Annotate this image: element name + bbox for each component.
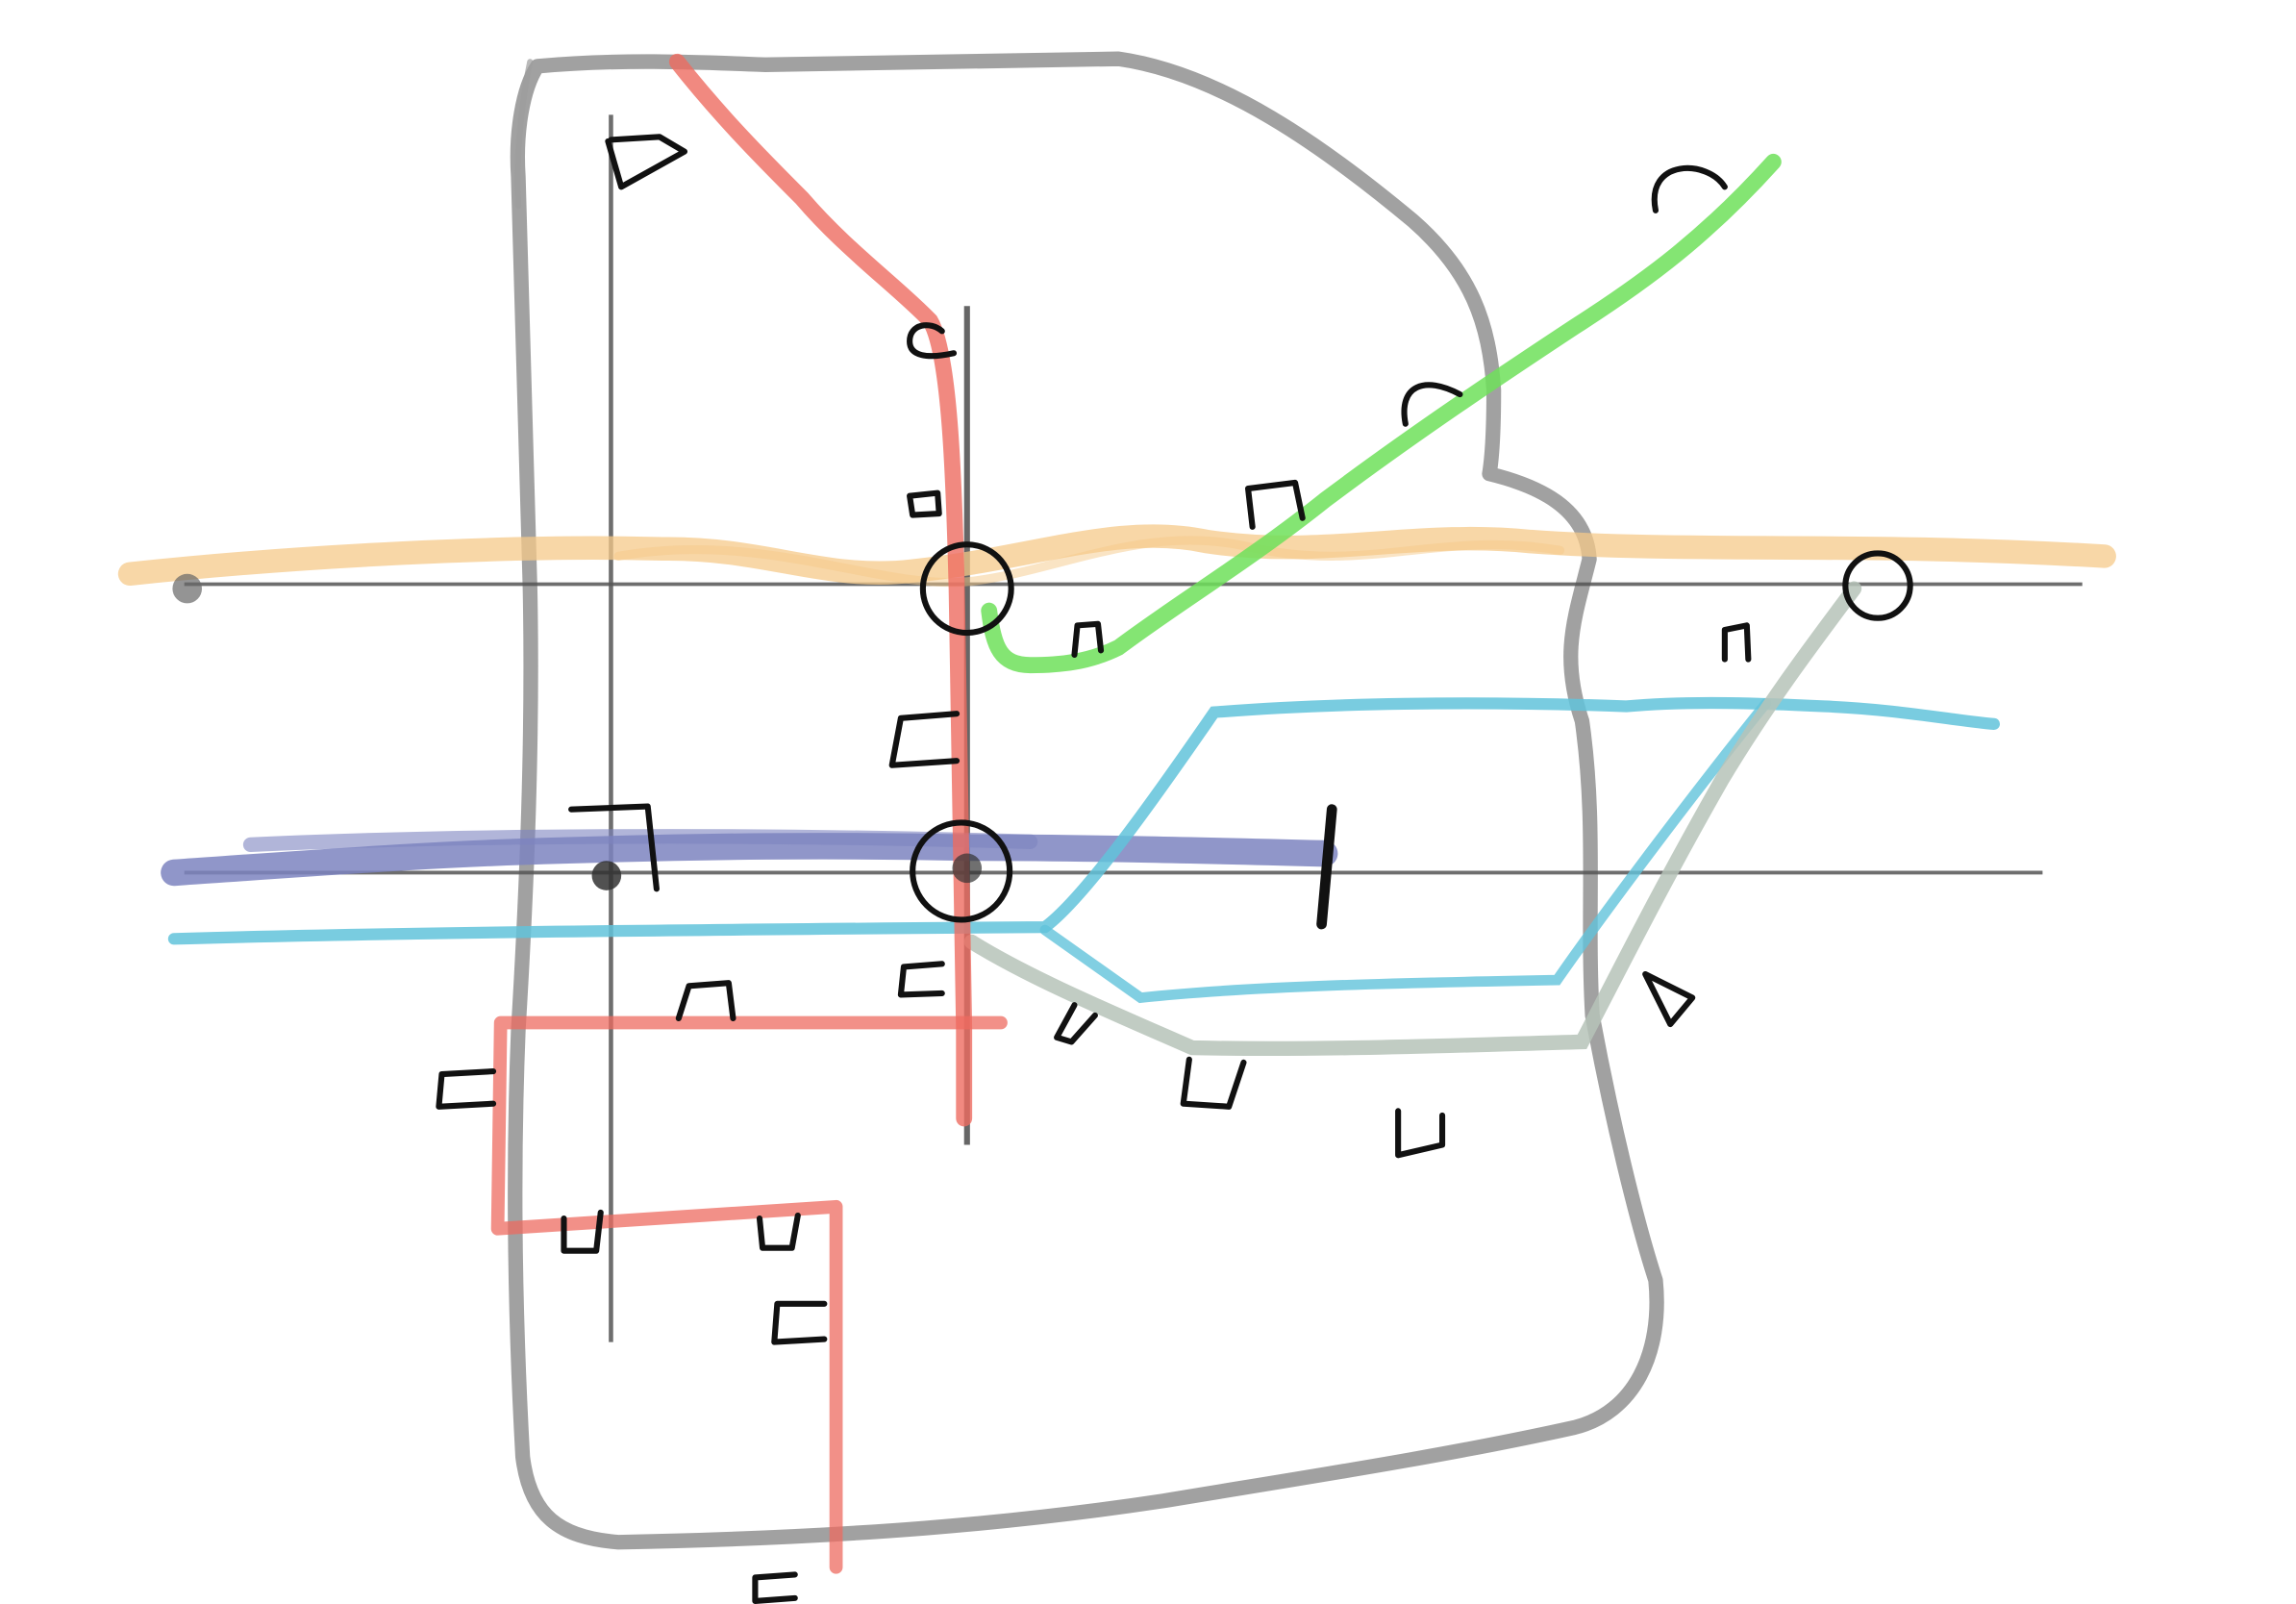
station-marker[interactable] (1054, 1002, 1098, 1045)
station-marker[interactable] (605, 134, 688, 190)
line-cyan (167, 696, 2001, 945)
station-marker[interactable] (771, 1300, 828, 1345)
line-red (668, 53, 973, 1127)
interchange-central-upper[interactable] (919, 541, 1014, 637)
terminal-dot-west (172, 573, 203, 604)
city-boundary-left-spur (514, 59, 534, 210)
city-boundary (508, 51, 1664, 1550)
line-orange-wave (613, 536, 1565, 588)
line-blue-upper (242, 829, 1038, 853)
station-marker[interactable] (561, 1209, 604, 1254)
line-sage (963, 581, 1862, 1057)
interchange-fill-lower (952, 853, 983, 884)
station-marker[interactable] (897, 961, 945, 998)
station-markers (436, 134, 1752, 1604)
station-marker[interactable] (888, 711, 961, 768)
station-marker[interactable] (1244, 479, 1306, 530)
interchange-central-lower[interactable] (910, 819, 1013, 923)
station-marker[interactable] (1395, 1108, 1446, 1159)
station-marker[interactable] (1721, 622, 1752, 663)
line-orange (117, 524, 2116, 587)
station-marker[interactable] (1401, 382, 1463, 427)
station-marker[interactable] (907, 322, 958, 360)
station-marker[interactable] (756, 1212, 801, 1251)
station-marker[interactable] (675, 980, 736, 1022)
blue-line-terminal-bar (1316, 804, 1337, 930)
station-marker[interactable] (436, 1067, 497, 1110)
line-cyan-loop (1039, 698, 1772, 1004)
station-marker[interactable] (907, 489, 942, 518)
terminal-dot-blue (591, 861, 622, 890)
interchange-east[interactable] (1842, 550, 1913, 621)
line-red-branch (490, 1015, 1008, 1574)
station-marker[interactable] (752, 1571, 798, 1604)
station-marker[interactable] (1071, 620, 1105, 659)
station-marker[interactable] (1651, 165, 1728, 213)
station-marker[interactable] (568, 803, 660, 892)
line-blue (161, 833, 1338, 887)
station-marker[interactable] (1180, 1056, 1247, 1110)
line-green (981, 153, 1782, 674)
station-marker[interactable] (1642, 970, 1696, 1028)
